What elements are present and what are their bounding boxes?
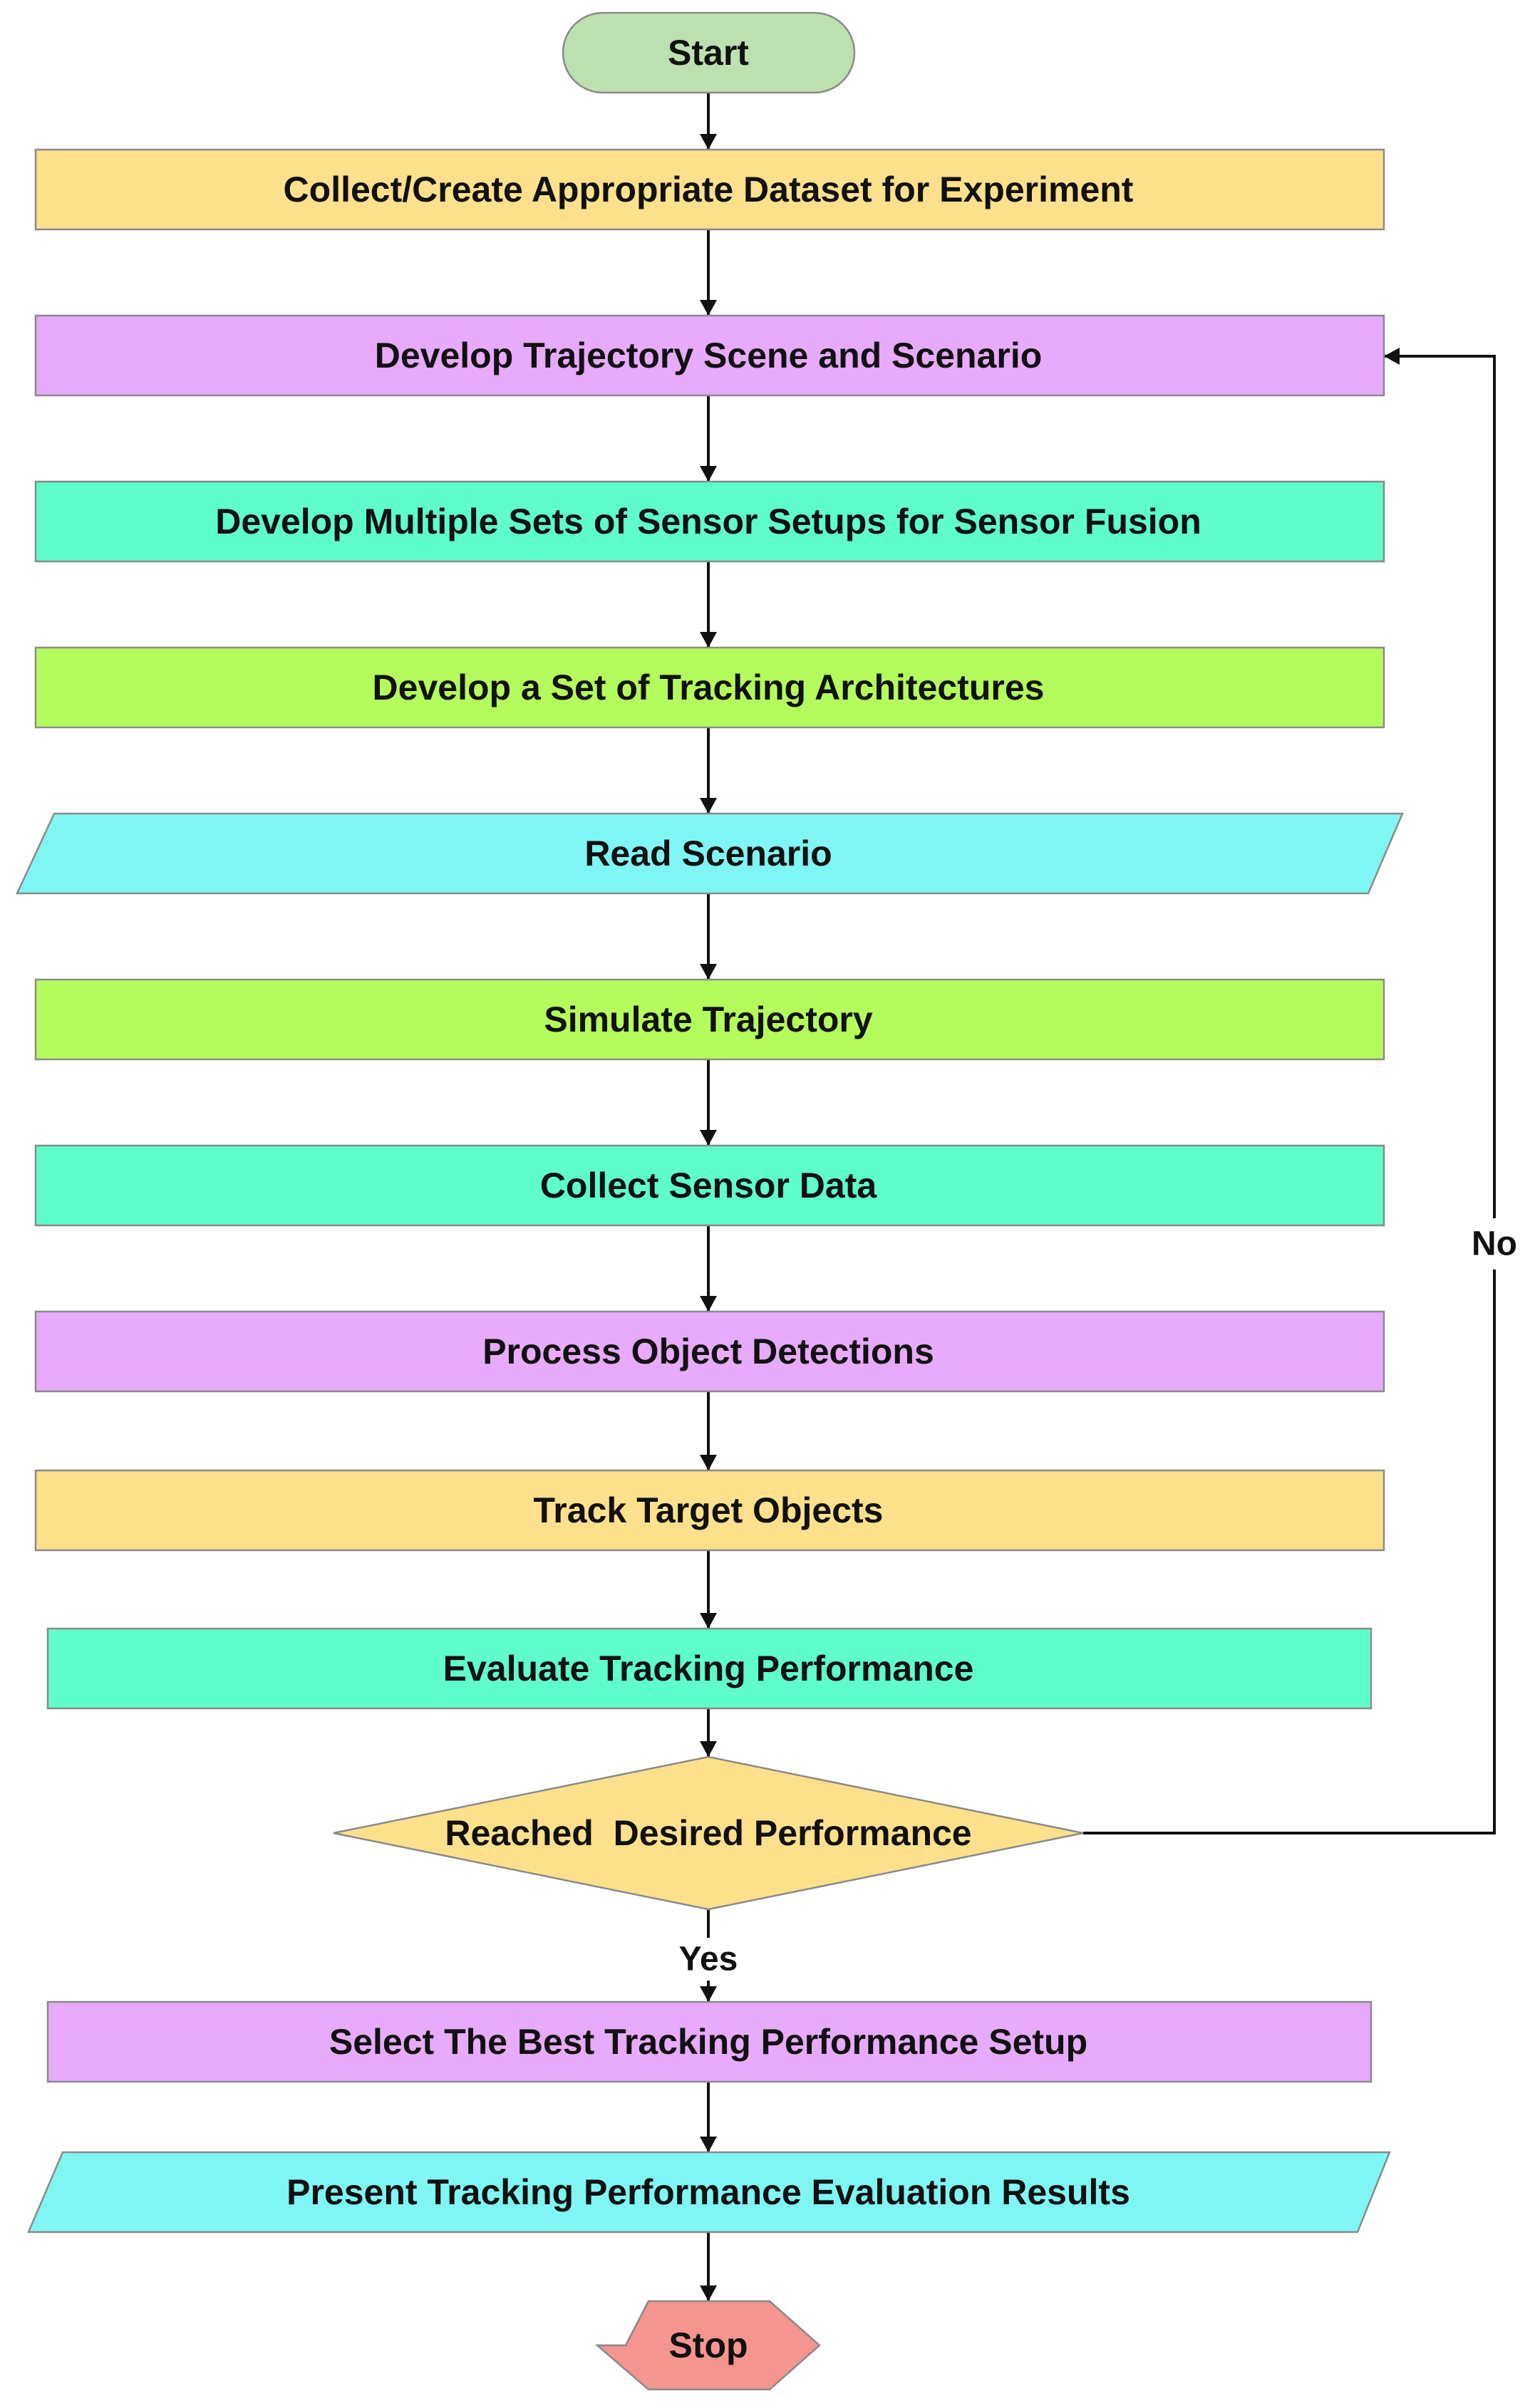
node-shape bbox=[34, 480, 1385, 563]
develop-scene-label: Develop Trajectory Scene and Scenario bbox=[375, 336, 1043, 375]
node-shape bbox=[34, 1144, 1385, 1227]
develop-sensors-label: Develop Multiple Sets of Sensor Setups f… bbox=[215, 502, 1201, 541]
node-shape bbox=[594, 2300, 821, 2391]
stop-label: Stop bbox=[668, 2325, 748, 2365]
read-scenario-label: Read Scenario bbox=[584, 834, 832, 873]
arrowhead bbox=[700, 1455, 717, 1470]
yes-label-backdrop bbox=[673, 1938, 744, 1981]
arrow-decision-no-loop bbox=[1083, 355, 1496, 1834]
node-shape bbox=[34, 1469, 1385, 1552]
nodes: Start Collect/Create Appropriate Dataset… bbox=[16, 11, 1404, 2391]
select-best-step: Select The Best Tracking Performance Set… bbox=[46, 2000, 1373, 2083]
node-shape bbox=[34, 1310, 1385, 1393]
track-objects-label: Track Target Objects bbox=[534, 1490, 884, 1530]
stop-terminal: Stop bbox=[594, 2300, 821, 2391]
arrowhead bbox=[700, 632, 717, 648]
edges bbox=[700, 93, 1496, 2301]
develop-sensors-step: Develop Multiple Sets of Sensor Setups f… bbox=[34, 480, 1385, 563]
node-shape bbox=[16, 812, 1404, 895]
collect-dataset-step: Collect/Create Appropriate Dataset for E… bbox=[34, 148, 1385, 231]
edge-labels: Yes No bbox=[673, 1218, 1523, 1981]
develop-scene-step: Develop Trajectory Scene and Scenario bbox=[34, 314, 1385, 397]
decision-label: Reached Desired Performance bbox=[445, 1813, 971, 1853]
collect-sensor-step: Collect Sensor Data bbox=[34, 1144, 1385, 1227]
collect-dataset-label: Collect/Create Appropriate Dataset for E… bbox=[284, 170, 1134, 209]
simulate-step: Simulate Trajectory bbox=[34, 978, 1385, 1061]
arrowhead bbox=[700, 1986, 717, 2002]
select-best-label: Select The Best Tracking Performance Set… bbox=[329, 2022, 1087, 2062]
simulate-label: Simulate Trajectory bbox=[544, 1000, 872, 1039]
arrowhead bbox=[700, 1741, 717, 1757]
process-detections-label: Process Object Detections bbox=[482, 1332, 934, 1371]
develop-architectures-step: Develop a Set of Tracking Architectures bbox=[34, 646, 1385, 729]
no-label: No bbox=[1472, 1225, 1517, 1263]
yes-label: Yes bbox=[679, 1941, 738, 1978]
present-results-label: Present Tracking Performance Evaluation … bbox=[286, 2172, 1130, 2212]
arrowhead bbox=[700, 798, 717, 814]
node-shape bbox=[27, 2151, 1391, 2233]
collect-sensor-label: Collect Sensor Data bbox=[540, 1166, 878, 1205]
track-objects-step: Track Target Objects bbox=[34, 1469, 1385, 1552]
arrowhead bbox=[700, 1130, 717, 1146]
node-shape bbox=[333, 1755, 1084, 1911]
node-shape bbox=[562, 11, 856, 94]
node-shape bbox=[34, 148, 1385, 231]
no-label-backdrop bbox=[1466, 1218, 1523, 1270]
arrowhead bbox=[700, 2137, 717, 2152]
process-detections-step: Process Object Detections bbox=[34, 1310, 1385, 1393]
arrowhead bbox=[700, 300, 717, 316]
node-shape bbox=[34, 978, 1385, 1061]
present-results-io: Present Tracking Performance Evaluation … bbox=[27, 2151, 1391, 2233]
read-scenario-io: Read Scenario bbox=[16, 812, 1404, 895]
arrowhead bbox=[1384, 348, 1400, 365]
arrowhead bbox=[700, 134, 717, 150]
evaluate-label: Evaluate Tracking Performance bbox=[443, 1649, 974, 1688]
node-shape bbox=[34, 314, 1385, 397]
decision-diamond: Reached Desired Performance bbox=[333, 1755, 1084, 1911]
arrowhead bbox=[700, 2285, 717, 2301]
start-terminal: Start bbox=[562, 11, 856, 94]
evaluate-step: Evaluate Tracking Performance bbox=[46, 1627, 1373, 1710]
node-shape bbox=[46, 1627, 1373, 1710]
start-label: Start bbox=[668, 33, 749, 73]
arrowhead bbox=[700, 1613, 717, 1629]
arrowhead bbox=[700, 1296, 717, 1312]
develop-architectures-label: Develop a Set of Tracking Architectures bbox=[373, 668, 1045, 707]
arrowhead bbox=[700, 964, 717, 980]
node-shape bbox=[34, 646, 1385, 729]
arrowhead bbox=[700, 466, 717, 482]
node-shape bbox=[46, 2000, 1373, 2083]
